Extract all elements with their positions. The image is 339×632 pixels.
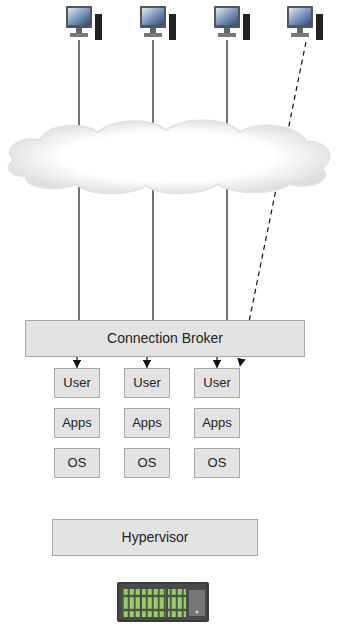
layer-box: User [54,368,100,398]
connector-arrow [76,357,77,368]
connector-arrow [216,357,217,368]
box-label: OS [138,456,157,470]
connector-arrow [146,357,147,368]
server-icon [117,582,209,622]
box-label: Hypervisor [122,530,189,545]
box-label: Connection Broker [107,331,223,346]
box-label: User [133,376,160,390]
box-label: Apps [62,416,92,430]
box-label: OS [208,456,227,470]
layer-box: Apps [54,408,100,438]
dashed-connection [240,42,306,366]
box-label: Apps [202,416,232,430]
layer-box: OS [124,448,170,478]
network-cloud [9,120,330,193]
box-label: Apps [132,416,162,430]
box-label: User [203,376,230,390]
monitor-icon [66,6,102,40]
hypervisor-box: Hypervisor [52,519,258,556]
monitor-icon [140,6,176,40]
layer-box: OS [194,448,240,478]
monitor-icon [214,6,250,40]
layer-box: User [194,368,240,398]
monitor-icon [287,6,323,40]
layer-box: OS [54,448,100,478]
broker-box: Connection Broker [25,320,305,357]
layer-box: Apps [194,408,240,438]
box-label: OS [68,456,87,470]
layer-box: Apps [124,408,170,438]
layer-box: User [124,368,170,398]
box-label: User [63,376,90,390]
